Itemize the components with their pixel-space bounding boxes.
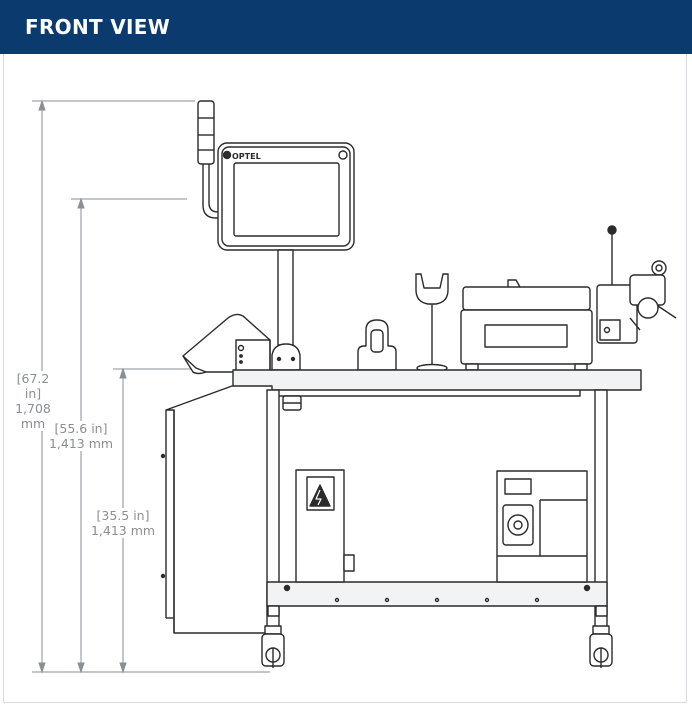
dimension-label-table-mm: 1,413 mm [90,523,156,538]
table-frame [266,389,608,639]
electrical-cabinet [160,385,273,634]
stack-light [197,100,222,219]
dimension-label-table-inches: [35.5 in] [96,508,150,523]
drawing-frame [3,54,687,703]
controller-box [496,470,588,583]
dimension-label-total-mm: 1,708 mm [15,401,51,431]
monitor-brand-logo: OPTEL [232,152,261,161]
scanner-stand [415,273,449,373]
dimension-label-total-inches: [67.2 in] [16,371,50,401]
dimension-label-monitor-inches: [55.6 in] [54,421,108,436]
touchscreen-monitor [217,142,355,251]
dimension-label-monitor-mm: 1,413 mm [48,436,114,451]
labeling-arm [596,225,677,344]
power-box [295,469,355,583]
section-title: FRONT VIEW [25,15,171,39]
dimension-label-monitor: [55.6 in] 1,413 mm [48,421,114,451]
section-header: FRONT VIEW [0,0,692,54]
dimension-line-total-height [32,99,270,674]
table-top [232,369,642,411]
label-printer [182,313,271,375]
caster-left [261,625,285,668]
caster-right [589,625,613,668]
print-engine [460,279,593,371]
dimension-label-table: [35.5 in] 1,413 mm [90,508,156,538]
handheld-scanner [357,319,397,371]
monitor-pole [271,249,301,371]
